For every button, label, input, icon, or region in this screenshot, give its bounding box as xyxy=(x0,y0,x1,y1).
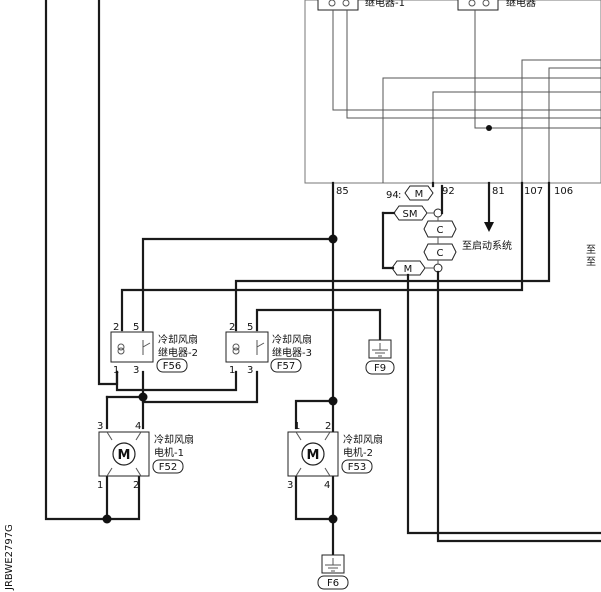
thick-wiring xyxy=(44,0,601,557)
relay2-pin-1: 1 xyxy=(113,365,119,376)
motor2-connector: F53 xyxy=(348,462,366,473)
svg-text::: : xyxy=(398,190,401,201)
cooling-fan-motor-2: M 1 2 3 4 冷却风扇 电机-2 F53 xyxy=(287,421,383,491)
cooling-fan-relay-3: 2 5 1 3 冷却风扇 继电器-3 F57 xyxy=(225,322,312,376)
motor1-pin-4: 4 xyxy=(135,421,141,432)
relay2-name-line1: 冷却风扇 xyxy=(158,333,198,346)
motor1-connector: F52 xyxy=(159,462,177,473)
signal-c-1: C xyxy=(437,225,444,236)
motor1-pin-3: 3 xyxy=(97,421,103,432)
ecm-internal-wiring xyxy=(332,10,601,183)
top-relay-1-label: 继电器-1 xyxy=(365,0,405,9)
signal-m-top: M xyxy=(415,189,424,200)
motor2-name-line2: 电机-2 xyxy=(343,446,373,459)
motor1-pin-2: 2 xyxy=(133,480,139,491)
relay2-pin-2: 2 xyxy=(113,322,119,333)
pin-85: 85 xyxy=(336,186,349,197)
motor1-name-line2: 电机-1 xyxy=(154,446,184,459)
signal-c-2: C xyxy=(437,248,444,259)
relay2-name-line2: 继电器-2 xyxy=(158,346,198,359)
relay3-pin-1: 1 xyxy=(229,365,235,376)
signal-tags: M SM C C M xyxy=(391,185,457,276)
motor1-symbol: M xyxy=(118,448,131,463)
motor2-pin-1: 1 xyxy=(294,421,300,432)
cooling-fan-relay-2: 2 5 1 3 冷却风扇 继电器-2 F56 xyxy=(110,322,198,376)
relay2-connector: F56 xyxy=(163,361,181,372)
pin-94: 94 xyxy=(386,190,399,201)
relay3-pin-3: 3 xyxy=(247,365,253,376)
top-relay-2-label: 继电器 xyxy=(506,0,536,9)
cooling-fan-motor-1: M 3 4 1 2 冷却风扇 电机-1 F52 xyxy=(97,421,194,491)
pin-81-arrow xyxy=(484,181,494,232)
vertical-figure-code: JRBWE2797G xyxy=(4,524,15,591)
relay3-pin-2: 2 xyxy=(229,322,235,333)
top-relay-2: 继电器 xyxy=(457,0,536,11)
side-label-bottom: 至 xyxy=(586,256,596,268)
relay3-pin-5: 5 xyxy=(247,322,253,333)
pin-107: 107 xyxy=(524,186,543,197)
ground-f9: F9 xyxy=(365,339,395,375)
relay3-name-line2: 继电器-3 xyxy=(272,346,312,359)
relay3-connector: F57 xyxy=(277,361,295,372)
junction-dots xyxy=(102,234,338,524)
signal-sm: SM xyxy=(403,209,418,220)
to-start-system-label: 至启动系统 xyxy=(462,239,512,252)
pin-106: 106 xyxy=(554,186,573,197)
side-label-top: 至 xyxy=(586,244,596,256)
motor2-name-line1: 冷却风扇 xyxy=(343,433,383,446)
relay2-pin-5: 5 xyxy=(133,322,139,333)
motor2-symbol: M xyxy=(307,448,320,463)
pin-81: 81 xyxy=(492,186,505,197)
motor2-pin-3: 3 xyxy=(287,480,293,491)
signal-m-bottom: M xyxy=(404,264,413,275)
ground-f9-connector: F9 xyxy=(374,363,386,374)
motor2-pin-4: 4 xyxy=(324,480,330,491)
relay2-pin-3: 3 xyxy=(133,365,139,376)
motor1-name-line1: 冷却风扇 xyxy=(154,433,194,446)
motor2-pin-2: 2 xyxy=(325,421,331,432)
relay3-name-line1: 冷却风扇 xyxy=(272,333,312,346)
top-relay-1: 继电器-1 xyxy=(317,0,405,11)
ground-f6: F6 xyxy=(317,554,349,590)
motor1-pin-1: 1 xyxy=(97,480,103,491)
pin-92: 92 xyxy=(442,186,455,197)
ecm-pins: 85 94 : 92 81 107 106 xyxy=(336,186,573,201)
ground-f6-connector: F6 xyxy=(327,578,339,589)
